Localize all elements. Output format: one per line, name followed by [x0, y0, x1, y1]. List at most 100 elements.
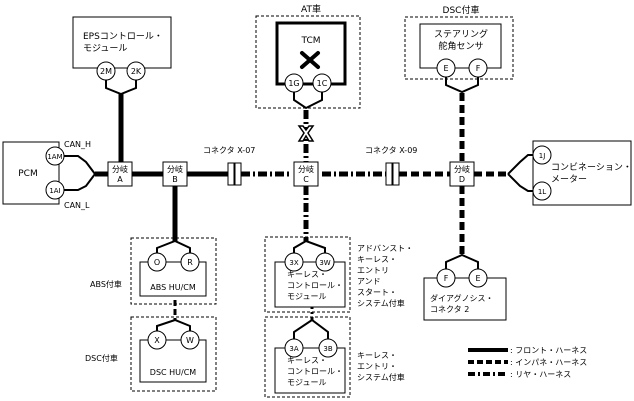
abs-wires — [156, 239, 191, 254]
branch-a-box — [107, 161, 133, 187]
sensor-title-2: 舵角センサ — [438, 40, 483, 52]
meter-pin-1j — [532, 145, 552, 165]
legend: : フロント・ハーネス : インパネ・ハーネス : リヤ・ハーネス — [468, 346, 587, 379]
keyless-title-3: モジュール — [287, 378, 326, 387]
keyless-start-pin-3w-label: 3W — [319, 259, 330, 267]
diag-connector-module: ダイアグノシス・ コネクタ 2 F E — [423, 268, 507, 321]
keyless-start-module: キーレス・ コントロール・ モジュール 3X 3W アドバンスト・ キーレス・ … — [264, 236, 413, 313]
keyless-note-3: システム付車 — [357, 372, 405, 382]
abs-pin-r — [180, 252, 200, 272]
keyless-option-frame — [264, 316, 351, 398]
keyless-start-title-1: キーレス・ — [287, 270, 327, 279]
legend-label-inpane: : インパネ・ハーネス — [510, 358, 587, 367]
cross-icon — [300, 51, 320, 69]
eps-pin-2k-label: 2K — [131, 67, 142, 76]
branch-c-letter: C — [303, 175, 309, 184]
keyless-title-1: キーレス・ — [287, 356, 327, 365]
keyless-start-pin-3x-label: 3X — [289, 259, 298, 267]
dsc-pin-w-label: W — [186, 336, 194, 345]
combination-meter-module: コンビネーション・ メーター 1J 1L — [532, 140, 632, 206]
keyless-pin-3b-label: 3B — [323, 345, 332, 353]
keyless-module: キーレス・ コントロール・ モジュール 3A 3B キーレス・ エントリ・ シス… — [264, 316, 405, 398]
branch-d-label: 分岐 — [454, 164, 470, 174]
eps-pin-2k — [126, 61, 146, 81]
diag-wires — [445, 253, 479, 270]
sensor-pin-f-label: F — [476, 64, 481, 73]
branch-b-box — [162, 161, 188, 187]
pcm-title: PCM — [18, 169, 37, 179]
tcm-title: TCM — [300, 36, 320, 46]
tcm-pin-1c-label: 1C — [317, 79, 328, 88]
meter-pin-1j-label: 1J — [539, 152, 546, 160]
tcm-module: AT車 TCM 1G 1C — [255, 3, 361, 109]
eps-wires — [105, 80, 137, 96]
diag-title-2: コネクタ 2 — [430, 305, 469, 314]
dsc-title: DSC HU/CM — [150, 368, 197, 377]
connector-x09-right — [392, 162, 400, 186]
abs-pin-o-label: O — [154, 258, 160, 267]
keyless-start-note-5: スタート・ — [357, 288, 397, 297]
eps-title-1: EPSコントロール・ — [83, 32, 163, 42]
pcm-wires — [63, 155, 96, 191]
dsc-pin-w — [180, 330, 200, 350]
keyless-start-pin-3w — [315, 252, 335, 272]
tcm-pin-1c — [312, 73, 332, 93]
keyless-start-note-2: キーレス・ — [357, 255, 397, 264]
keyless-pin-3a-label: 3A — [289, 345, 298, 353]
dsc-pin-x-label: X — [154, 336, 160, 345]
connector-x07-left — [227, 162, 235, 186]
meter-pin-1l — [532, 181, 552, 201]
pcm-pin-1am-label: 1AM — [47, 153, 62, 161]
branch-a-label: 分岐 — [112, 164, 128, 174]
keyless-start-note-6: システム付車 — [357, 298, 405, 308]
dsc-wires — [156, 318, 191, 332]
abs-pin-r-label: R — [187, 258, 193, 267]
pin-wires — [63, 77, 536, 340]
diag-pin-e — [468, 268, 488, 288]
eps-box — [72, 16, 172, 69]
keyless-start-note-4: アンド — [357, 277, 381, 286]
sensor-pin-f — [468, 58, 488, 78]
sensor-header: DSC付車 — [443, 4, 480, 16]
keyless-start-pin-3x — [284, 252, 304, 272]
pcm-module: PCM 1AM 1AI CAN_H CAN_L — [2, 140, 91, 210]
diag-pin-f-label: F — [444, 274, 449, 283]
pcm-pin-1am — [45, 146, 65, 166]
legend-label-rear: : リヤ・ハーネス — [510, 370, 571, 379]
branch-d-box — [449, 161, 475, 187]
connector-x09-label: コネクタ X-09 — [365, 146, 417, 155]
keyless-start-wires — [293, 239, 326, 254]
keyless-wires — [293, 318, 329, 340]
branch-b-label: 分岐 — [167, 164, 183, 174]
keyless-title-2: コントロール・ — [287, 367, 343, 376]
abs-pin-o — [147, 252, 167, 272]
tcm-option-frame — [255, 15, 361, 109]
eps-title-2: モジュール — [83, 44, 127, 54]
keyless-start-option-frame — [264, 236, 351, 313]
dsc-note: DSC付車 — [85, 353, 118, 363]
branch-b-letter: B — [172, 175, 178, 184]
keyless-start-note-1: アドバンスト・ — [357, 244, 413, 253]
sensor-wires — [445, 77, 479, 94]
keyless-pin-3b — [318, 338, 338, 358]
keyless-start-note-3: エントリ — [357, 266, 389, 275]
keyless-start-box — [274, 261, 346, 308]
eps-pin-2m-label: 2M — [100, 67, 112, 76]
steering-sensor-module: DSC付車 ステアリング 舵角センサ E F — [404, 4, 514, 80]
branch-d: 分岐 D — [449, 161, 475, 187]
legend-label-front: : フロント・ハーネス — [510, 346, 587, 355]
dsc-module: DSC付車 DSC HU/CM X W — [85, 316, 217, 392]
sensor-pin-e-label: E — [443, 64, 448, 73]
keyless-note-1: キーレス・ — [357, 351, 397, 360]
diag-box — [423, 277, 507, 321]
line-cross-icon — [297, 125, 315, 142]
tcm-box — [275, 21, 347, 86]
keyless-note-2: エントリ・ — [357, 362, 397, 371]
branch-b: 分岐 B — [162, 161, 188, 187]
diag-pin-e-label: E — [475, 274, 480, 283]
meter-title-1: コンビネーション・ — [551, 162, 632, 173]
connector-x07-label: コネクタ X-07 — [203, 146, 255, 155]
keyless-pin-3a — [284, 338, 304, 358]
